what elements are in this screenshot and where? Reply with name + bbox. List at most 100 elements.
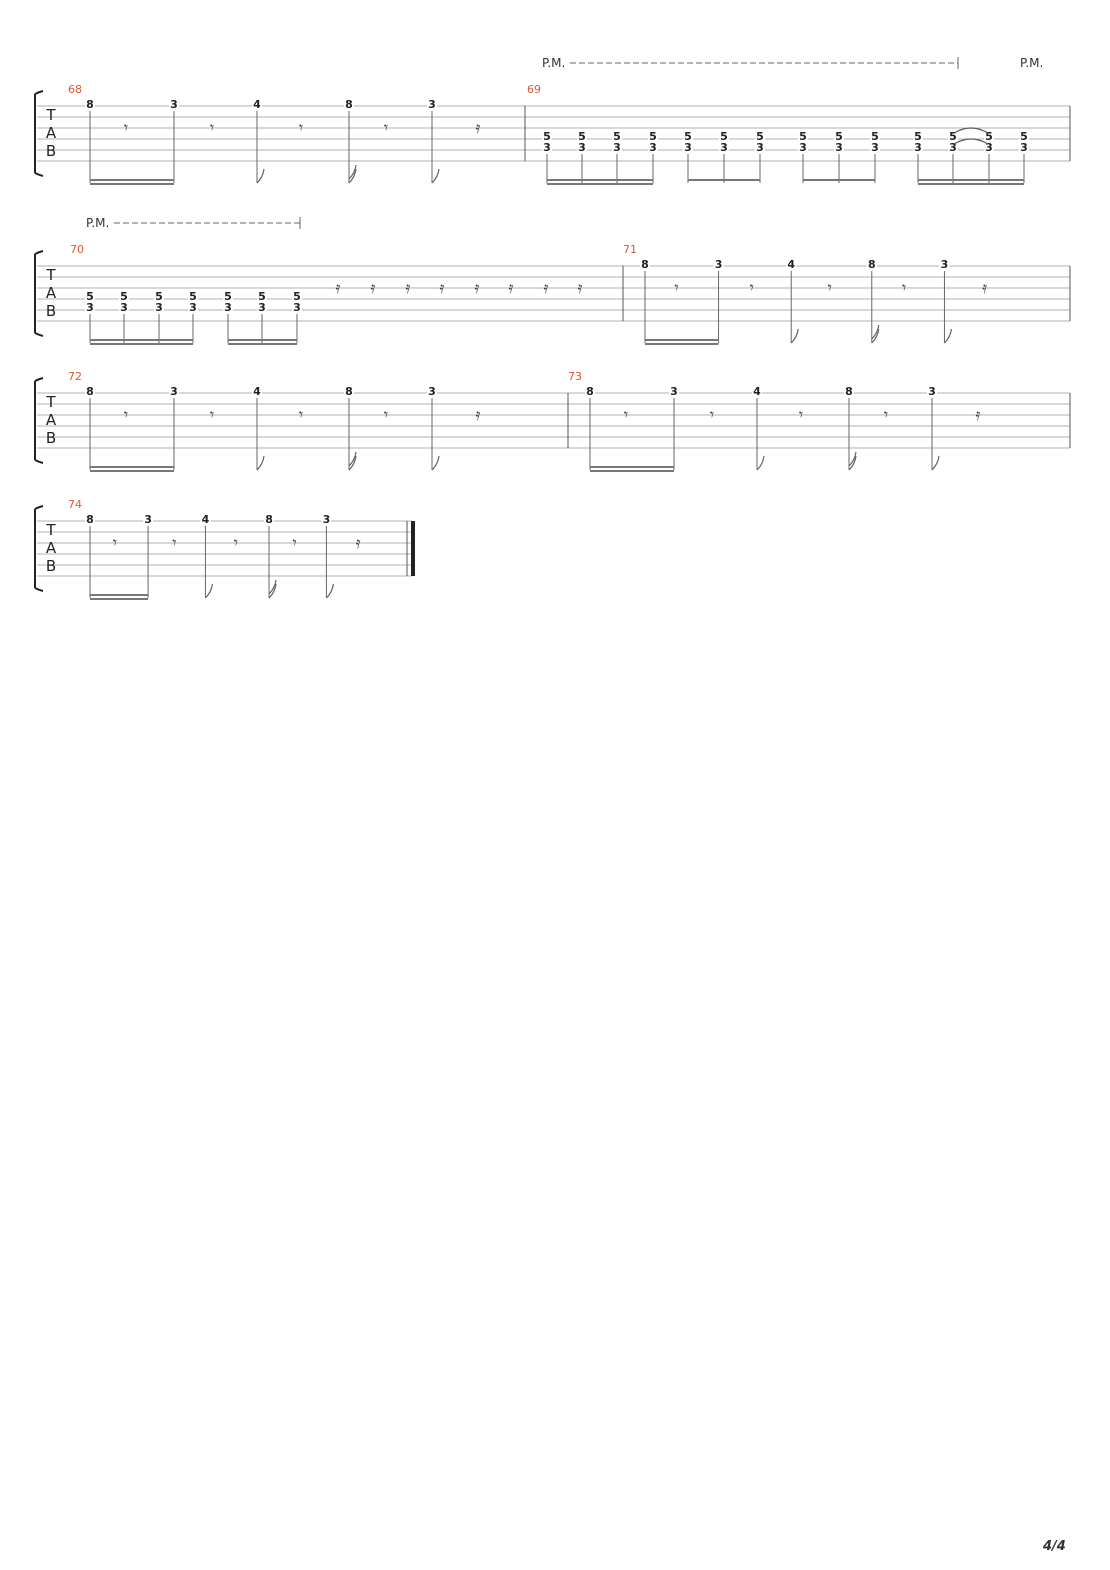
note-flag (871, 328, 880, 344)
measure-number: 68 (68, 83, 82, 96)
fret-bg (85, 289, 95, 311)
beam (547, 179, 653, 181)
fret-bg (913, 129, 923, 151)
beam (228, 339, 297, 341)
fret-bg (1019, 129, 1029, 151)
rest: 𝄾 (299, 118, 303, 137)
fret-number: 3 (715, 258, 723, 271)
rest: 𝄿 (476, 405, 481, 424)
fret-number: 5 (684, 130, 692, 143)
fret-number: 4 (202, 513, 210, 526)
beam (90, 179, 174, 181)
beam (90, 594, 149, 596)
fret-bg (154, 289, 164, 311)
fret-bg (344, 384, 354, 396)
fret-number: 3 (293, 301, 301, 314)
fret-number: 3 (670, 385, 678, 398)
note-flag (848, 455, 857, 471)
note-flag (756, 455, 765, 471)
rest: 𝄿 (371, 278, 376, 297)
rest: 𝄿 (578, 278, 583, 297)
fret-number: 3 (949, 141, 957, 154)
fret-bg (948, 129, 958, 151)
fret-number: 3 (1020, 141, 1028, 154)
fret-bg (257, 289, 267, 311)
fret-number: 5 (613, 130, 621, 143)
note-flag (431, 168, 440, 184)
fret-number: 5 (578, 130, 586, 143)
rest: 𝄿 (475, 278, 480, 297)
beam (90, 466, 174, 468)
rest: 𝄾 (210, 118, 214, 137)
fret-number: 3 (756, 141, 764, 154)
note-flag (205, 583, 214, 599)
tab-label-t: T (45, 521, 56, 539)
rest: 𝄾 (172, 533, 176, 552)
tab-label-a: A (46, 124, 57, 142)
tab-system-1: TAB (34, 90, 1071, 177)
fret-bg (984, 129, 994, 151)
rest: 𝄾 (124, 118, 128, 137)
rest: 𝄿 (509, 278, 514, 297)
fret-number: 5 (914, 130, 922, 143)
palm-mute-69: P.M. (542, 56, 959, 70)
fret-number: 8 (586, 385, 594, 398)
tie-arc (953, 127, 989, 134)
beam (90, 183, 174, 185)
rest: 𝄿 (976, 405, 981, 424)
fret-number: 5 (949, 130, 957, 143)
fret-bg (252, 384, 262, 396)
tab-label-t: T (45, 393, 56, 411)
beam (590, 466, 674, 468)
fret-number: 5 (543, 130, 551, 143)
beam (90, 339, 193, 341)
palm-mute-69b: P.M. (1020, 56, 1043, 70)
fret-bg (786, 257, 797, 269)
fret-bg (292, 289, 302, 311)
fret-number: 4 (253, 98, 261, 111)
rest: 𝄾 (124, 405, 128, 424)
rest: 𝄿 (440, 278, 445, 297)
beam (645, 343, 719, 345)
fret-bg (927, 384, 937, 396)
fret-bg (85, 512, 95, 524)
fret-bg (542, 129, 552, 151)
fret-number: 8 (86, 513, 94, 526)
fret-bg (119, 289, 129, 311)
fret-bg (683, 129, 693, 151)
tab-label-t: T (45, 106, 56, 124)
rest: 𝄿 (982, 278, 987, 297)
fret-bg (223, 289, 233, 311)
fret-number: 3 (543, 141, 551, 154)
tab-label-a: A (46, 284, 57, 302)
tab-system-4: TAB (34, 505, 415, 592)
fret-bg (321, 512, 332, 524)
fret-bg (427, 97, 437, 109)
fret-bg (669, 384, 679, 396)
beam (688, 179, 760, 181)
fret-number: 3 (120, 301, 128, 314)
fret-number: 3 (428, 385, 436, 398)
beam (228, 343, 297, 345)
note-flag (268, 579, 277, 595)
fret-number: 3 (985, 141, 993, 154)
note-flag (348, 164, 357, 180)
fret-number: 5 (649, 130, 657, 143)
fret-number: 5 (871, 130, 879, 143)
tab-label-a: A (46, 539, 57, 557)
fret-number: 8 (345, 385, 353, 398)
fret-bg (870, 129, 880, 151)
fret-number: 8 (845, 385, 853, 398)
fret-number: 5 (1020, 130, 1028, 143)
fret-number: 5 (155, 290, 163, 303)
fret-number: 3 (613, 141, 621, 154)
fret-bg (612, 129, 622, 151)
fret-bg (834, 129, 844, 151)
